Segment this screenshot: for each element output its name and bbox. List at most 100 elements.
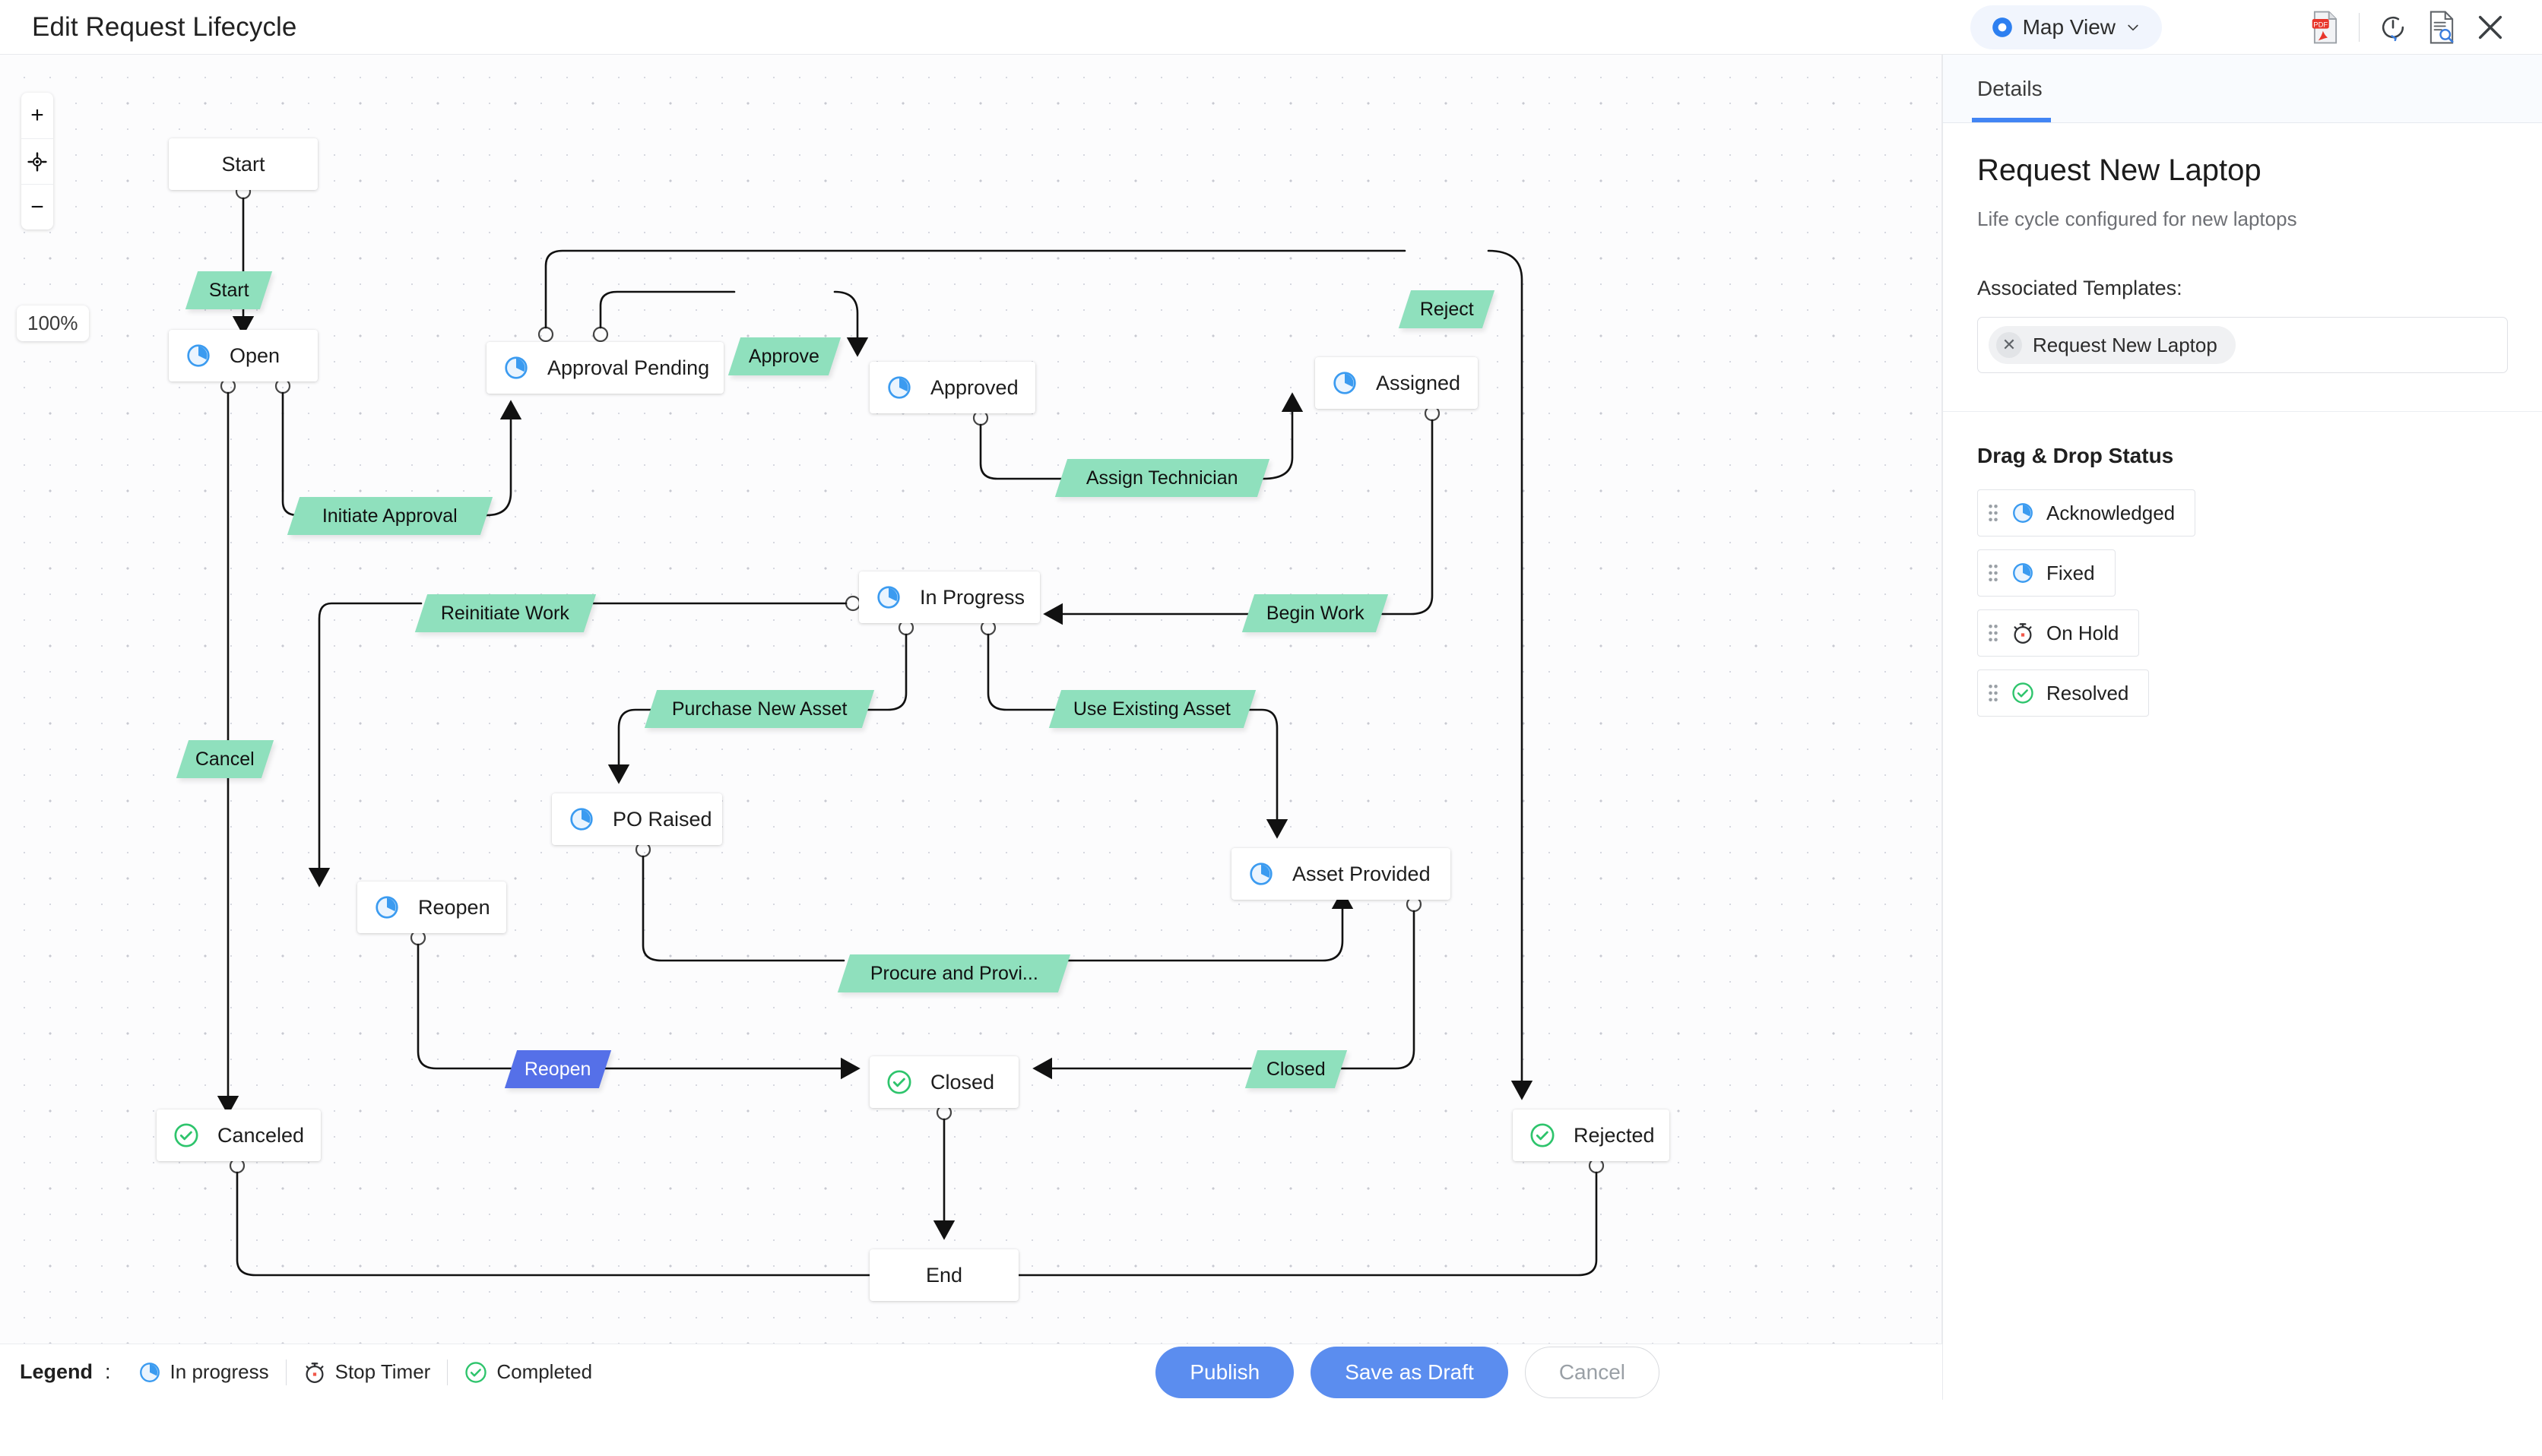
transition-t_begin[interactable]: Begin Work xyxy=(1241,594,1389,632)
history-icon[interactable] xyxy=(2369,3,2417,52)
drag-drop-status-item[interactable]: Resolved xyxy=(1977,669,2150,717)
transition-t_assign_tech[interactable]: Assign Technician xyxy=(1054,459,1270,497)
close-icon[interactable]: ✕ xyxy=(1996,332,2022,358)
associated-templates-label: Associated Templates: xyxy=(1977,277,2182,299)
transition-t_reopen[interactable]: Reopen xyxy=(504,1050,612,1088)
crosshair-icon xyxy=(27,151,47,172)
drag-handle-icon[interactable] xyxy=(1987,502,1999,524)
status-completed-icon xyxy=(2011,682,2034,704)
state-node-label: Closed xyxy=(930,1070,995,1094)
transition-t_closed[interactable]: Closed xyxy=(1244,1050,1348,1088)
legend-item: In progress xyxy=(122,1360,286,1384)
drag-drop-status-label: Acknowledged xyxy=(2046,501,2176,524)
transition-label: Use Existing Asset xyxy=(1073,698,1231,720)
publish-button[interactable]: Publish xyxy=(1155,1346,1295,1398)
state-node-reopen_state[interactable]: Reopen xyxy=(357,882,506,933)
drag-drop-status-item[interactable]: Fixed xyxy=(1977,549,2116,597)
transition-t_start[interactable]: Start xyxy=(185,271,273,309)
draft-button[interactable]: Save as Draft xyxy=(1311,1346,1508,1398)
close-icon[interactable] xyxy=(2466,3,2515,52)
transition-t_purchase[interactable]: Purchase New Asset xyxy=(644,690,875,728)
state-node-canceled[interactable]: Canceled xyxy=(157,1109,321,1161)
pdf-export-icon[interactable]: PDF xyxy=(2301,3,2350,52)
details-tabbar: Details xyxy=(1943,55,2542,123)
drag-handle-icon[interactable] xyxy=(1987,622,1999,644)
audit-document-icon[interactable] xyxy=(2417,3,2466,52)
transition-label: Procure and Provi... xyxy=(870,962,1038,984)
panel-divider xyxy=(1943,411,2542,412)
tab-details[interactable]: Details xyxy=(1977,77,2043,100)
map-view-label: Map View xyxy=(2022,14,2116,39)
state-node-label: In Progress xyxy=(920,585,1025,609)
state-node-assigned[interactable]: Assigned xyxy=(1315,357,1478,409)
state-node-approved[interactable]: Approved xyxy=(870,362,1035,413)
svg-text:PDF: PDF xyxy=(2313,20,2328,28)
state-node-label: Canceled xyxy=(217,1123,305,1147)
zoom-level-indicator: 100% xyxy=(17,305,89,341)
zoom-out-button[interactable]: − xyxy=(21,184,53,229)
eye-icon xyxy=(1992,17,2013,38)
drag-handle-icon[interactable] xyxy=(1987,682,1999,704)
transition-label: Purchase New Asset xyxy=(671,698,848,720)
transition-t_cancel[interactable]: Cancel xyxy=(176,740,274,778)
status-in-progress-icon xyxy=(138,1361,161,1384)
legend-item-label: Completed xyxy=(496,1360,593,1383)
template-chip[interactable]: ✕ Request New Laptop xyxy=(1989,326,2236,364)
state-node-in_progress[interactable]: In Progress xyxy=(859,571,1040,623)
lifecycle-name: Request New Laptop xyxy=(1977,154,2261,187)
transition-label: Cancel xyxy=(195,748,255,770)
state-node-po_raised[interactable]: PO Raised xyxy=(552,793,722,845)
drag-handle-icon[interactable] xyxy=(1987,562,1999,584)
transition-t_reinit[interactable]: Reinitiate Work xyxy=(414,594,597,632)
status-in-progress-icon xyxy=(2011,562,2034,584)
transition-t_initiate[interactable]: Initiate Approval xyxy=(287,497,493,535)
legend-divider xyxy=(285,1359,287,1385)
drag-drop-status-label: Fixed xyxy=(2046,561,2095,584)
drag-drop-status-label: On Hold xyxy=(2046,621,2119,644)
state-node-label: Start xyxy=(221,152,265,176)
legend-title: Legend xyxy=(20,1360,94,1383)
legend-item: Completed xyxy=(448,1360,609,1384)
transition-label: Begin Work xyxy=(1266,602,1365,624)
transition-t_reject[interactable]: Reject xyxy=(1398,290,1495,328)
state-node-open[interactable]: Open xyxy=(169,330,318,381)
state-node-label: Rejected xyxy=(1574,1123,1655,1147)
drag-drop-status-item[interactable]: On Hold xyxy=(1977,609,2140,657)
state-node-approval_pending[interactable]: Approval Pending xyxy=(487,342,724,394)
status-in-progress-icon xyxy=(374,894,400,920)
state-node-start[interactable]: Start xyxy=(169,138,318,190)
status-stop-timer-icon xyxy=(303,1361,326,1384)
transition-label: Approve xyxy=(749,345,820,367)
state-node-asset_provided[interactable]: Asset Provided xyxy=(1231,848,1450,900)
transition-t_approve[interactable]: Approve xyxy=(727,337,842,375)
state-node-closed[interactable]: Closed xyxy=(870,1056,1019,1108)
transition-t_procure[interactable]: Procure and Provi... xyxy=(837,954,1071,992)
state-node-rejected[interactable]: Rejected xyxy=(1513,1109,1669,1161)
zoom-in-button[interactable]: + xyxy=(30,103,44,128)
template-chip-label: Request New Laptop xyxy=(2033,333,2217,356)
zoom-reset-button[interactable] xyxy=(21,138,53,184)
page-title: Edit Request Lifecycle xyxy=(32,11,297,42)
status-completed-icon xyxy=(1529,1122,1555,1148)
status-completed-icon xyxy=(173,1122,199,1148)
state-node-label: Approval Pending xyxy=(547,356,710,379)
state-node-label: Approved xyxy=(930,375,1019,399)
zoom-controls[interactable]: + − xyxy=(21,93,53,229)
legend-item: Stop Timer xyxy=(287,1360,448,1384)
transition-label: Reinitiate Work xyxy=(441,602,570,624)
cancel-button[interactable]: Cancel xyxy=(1524,1346,1659,1398)
drag-drop-status-item[interactable]: Acknowledged xyxy=(1977,489,2196,537)
connector-layer xyxy=(217,183,1605,1277)
state-node-end[interactable]: End xyxy=(870,1249,1019,1301)
state-node-label: PO Raised xyxy=(613,807,712,831)
canvas-edge xyxy=(1941,55,1942,1400)
state-node-label: Assigned xyxy=(1376,371,1461,394)
status-in-progress-icon xyxy=(1248,861,1274,887)
transition-label: Start xyxy=(208,279,249,301)
map-view-button[interactable]: Map View xyxy=(1970,5,2162,49)
associated-templates-field[interactable]: ✕ Request New Laptop xyxy=(1977,317,2508,373)
transition-t_use_existing[interactable]: Use Existing Asset xyxy=(1048,690,1257,728)
